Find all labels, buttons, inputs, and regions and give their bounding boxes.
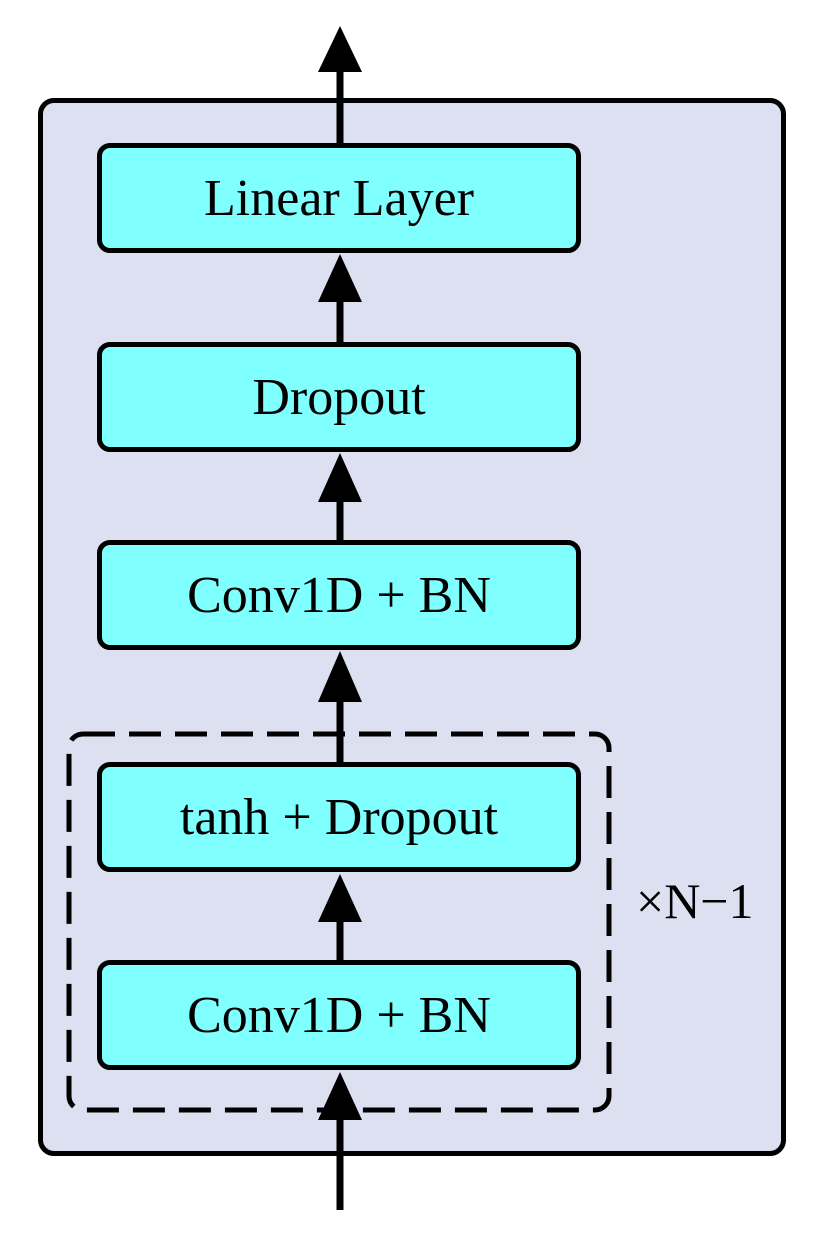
arrowhead-into-linear	[318, 254, 362, 302]
linear-layer-block: Linear Layer	[97, 143, 581, 253]
conv1d-bn-block-top: Conv1D + BN	[97, 540, 581, 650]
tanh-dropout-block: tanh + Dropout	[97, 762, 581, 872]
linear-layer-label: Linear Layer	[204, 169, 474, 227]
tanh-dropout-label: tanh + Dropout	[179, 788, 499, 846]
output-arrowhead	[318, 26, 362, 72]
dropout-label: Dropout	[252, 368, 426, 426]
conv1d-bn-label-top: Conv1D + BN	[187, 566, 491, 624]
conv1d-bn-label-bottom: Conv1D + BN	[187, 986, 491, 1044]
input-arrowhead	[318, 1072, 362, 1120]
conv1d-bn-block-bottom: Conv1D + BN	[97, 960, 581, 1070]
arrowhead-into-tanh	[318, 874, 362, 922]
arrowhead-into-conv	[318, 651, 362, 702]
dropout-block: Dropout	[97, 342, 581, 452]
repeat-count-label: ×N−1	[636, 873, 754, 929]
arrowhead-into-dropout	[318, 453, 362, 502]
